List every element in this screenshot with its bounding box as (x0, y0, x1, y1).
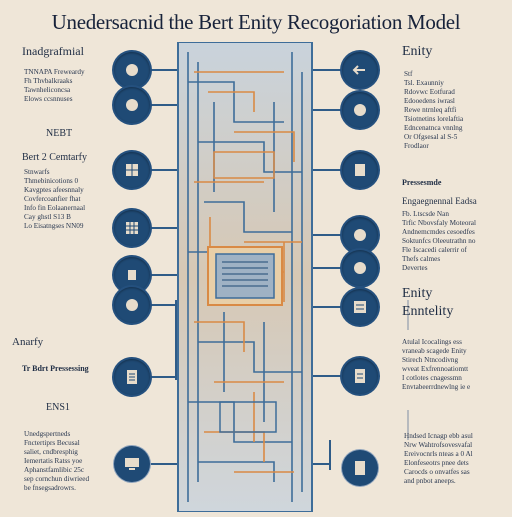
computer-icon (114, 446, 150, 482)
globe-icon (342, 217, 378, 253)
right-paragraph-1: Stf Tsl. Exaunniy Rdovwc Eotfurad Edooed… (404, 70, 464, 150)
left-heading-5: Tr Bdrt Pressessing (22, 364, 89, 373)
left-paragraph-1: TNNAPA Freweardy Fh Thvbalkraaks Tawnhel… (24, 68, 85, 103)
document-icon (114, 359, 150, 395)
left-heading-3: Bert 2 Cemtarfy (22, 152, 87, 163)
left-heading-2: NEBT (46, 128, 73, 139)
right-paragraph-2: Fb. Ltscsde Nan Trfic Nbovsfaly Moteoral… (402, 210, 476, 272)
globe-icon (342, 92, 378, 128)
arrow-left-icon (342, 52, 378, 88)
left-heading-6: ENS1 (46, 402, 70, 413)
right-heading-4: Enity (402, 286, 433, 301)
right-paragraph-4: Hndsed Icnagp ebb asul Nrw Wahtrofsovesv… (404, 432, 473, 485)
page-title: Unedersacnid the Bert Enity Recogoriatio… (51, 10, 461, 34)
document-icon (342, 152, 378, 188)
right-paragraph-3: Atulal Icocalings ess vraneab scagede En… (402, 338, 471, 391)
grid-icon (114, 152, 150, 188)
right-heading-2: Pressesmde (402, 178, 442, 187)
document-icon (342, 450, 378, 486)
grid-icon (114, 210, 150, 246)
globe-icon (114, 52, 150, 88)
left-paragraph-3: Unedgspertneds Fnctertiprs Becusal salie… (24, 430, 90, 492)
circuit-board-column (174, 41, 316, 513)
globe-icon (342, 250, 378, 286)
globe-icon (114, 287, 150, 323)
right-heading-5: Enntelity (402, 304, 454, 319)
chart-icon (342, 289, 378, 325)
right-heading-3: Engaegnennal Eadsa (402, 196, 477, 206)
left-heading-1: Inadgrafmial (22, 44, 84, 58)
right-heading-1: Enity (402, 44, 433, 59)
left-paragraph-2: Stnwarfs Thmebinicotions 0 Kavgptes afee… (24, 168, 86, 230)
document-icon (342, 358, 378, 394)
globe-icon (114, 87, 150, 123)
left-heading-4: Anarfy (12, 336, 44, 348)
